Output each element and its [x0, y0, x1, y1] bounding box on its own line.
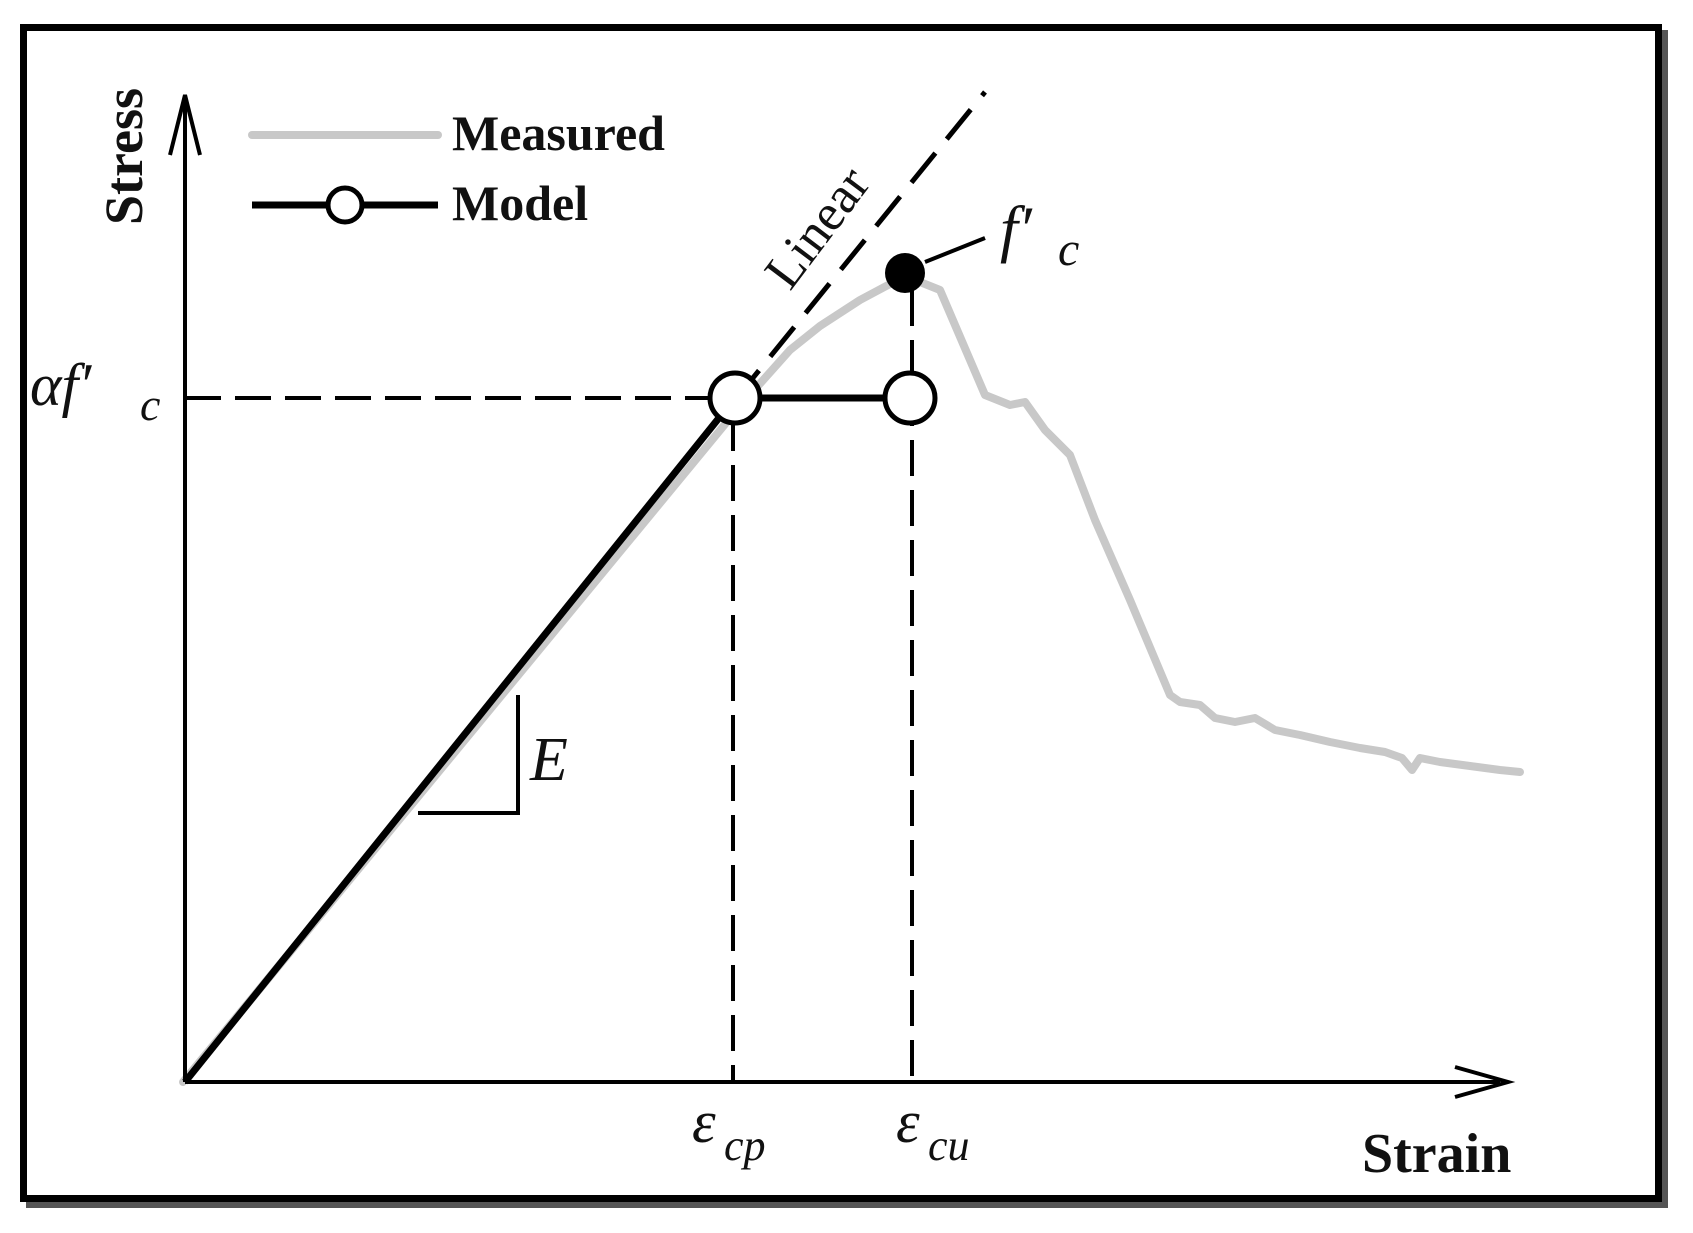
y-axis-arrowhead	[168, 94, 202, 156]
peak-leader-line	[924, 236, 986, 264]
x-axis-arrowhead	[1454, 1065, 1516, 1099]
legend-model-marker	[325, 185, 365, 225]
eps-cu-label-subscript: cu	[928, 1121, 970, 1170]
alpha-fc-label-subscript: c	[140, 379, 160, 430]
eps-cu-label: ε	[896, 1089, 920, 1155]
legend-model-label: Model	[452, 175, 588, 231]
legend-measured-label: Measured	[452, 105, 665, 161]
eps-cp-label: ε	[692, 1089, 716, 1155]
y-axis-label: Stress	[94, 88, 154, 225]
peak-label: f′	[1000, 193, 1033, 264]
x-axis-label: Strain	[1362, 1123, 1511, 1185]
peak-label-subscript: c	[1058, 223, 1079, 276]
eps-cu-marker	[882, 370, 938, 426]
linear-label: Linear	[754, 157, 881, 300]
modulus-label: E	[529, 726, 568, 794]
peak-marker	[885, 253, 925, 293]
model-linear-segment	[182, 395, 738, 1085]
diagram-frame	[20, 24, 1662, 1202]
eps-cp-marker	[707, 370, 763, 426]
linear-extension-line	[733, 90, 987, 402]
alpha-fc-label: αf′	[30, 352, 92, 418]
slope-triangle	[418, 695, 520, 815]
eps-cp-label-subscript: cp	[724, 1121, 766, 1170]
